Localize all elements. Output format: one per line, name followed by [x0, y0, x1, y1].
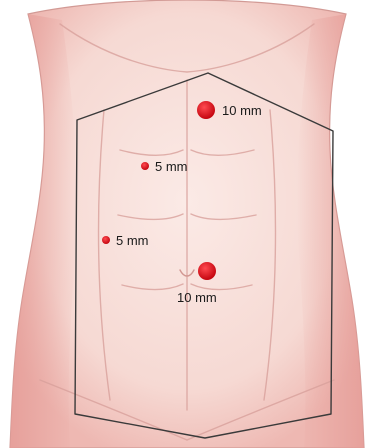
- left-flank-shading: [10, 14, 77, 448]
- port-label-10mm-upper: 10 mm: [222, 103, 262, 118]
- port-marker-10mm-lower: [198, 262, 216, 280]
- port-label-5mm-upper: 5 mm: [155, 159, 188, 174]
- port-marker-10mm-upper: [197, 101, 215, 119]
- port-label-5mm-lower: 5 mm: [116, 233, 149, 248]
- right-flank-shading: [297, 14, 364, 448]
- port-marker-5mm-upper: [141, 162, 149, 170]
- port-label-10mm-lower: 10 mm: [177, 290, 217, 305]
- port-marker-5mm-lower: [102, 236, 110, 244]
